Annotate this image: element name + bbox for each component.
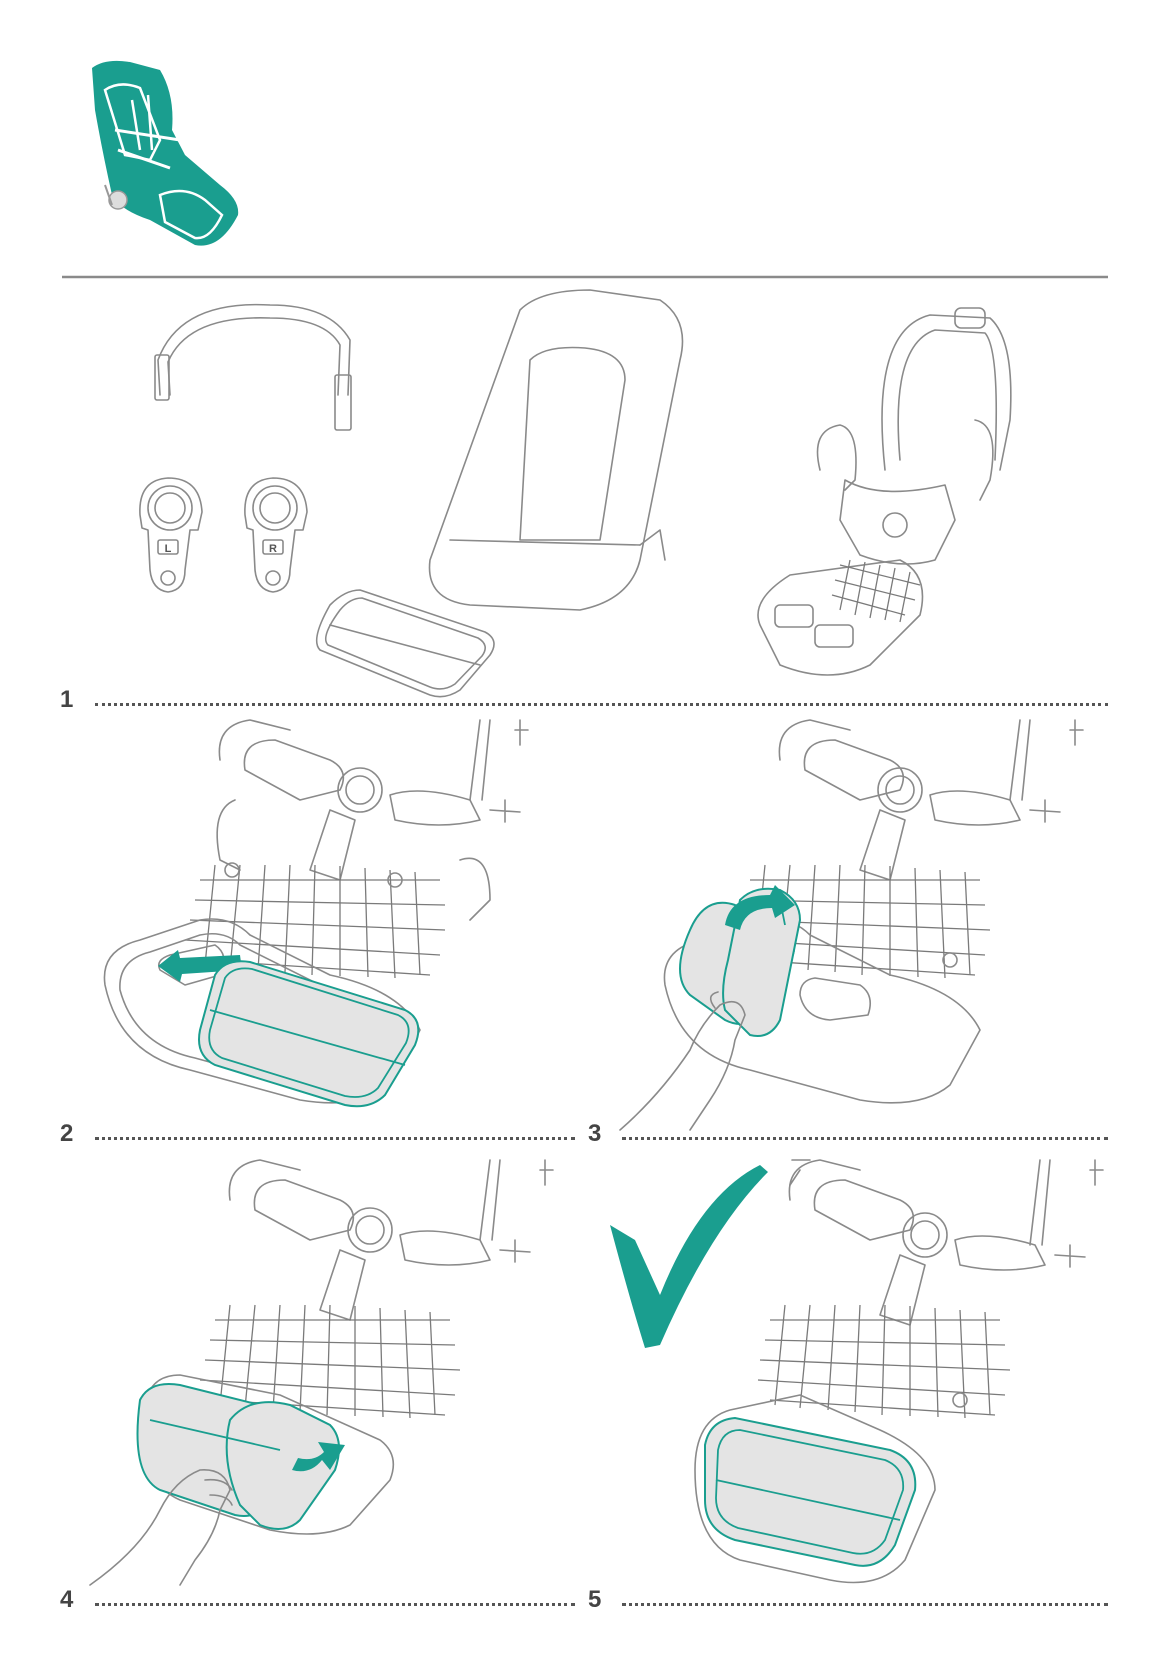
panel-5-illustration [610, 1159, 1104, 1584]
step-3-rule [622, 1137, 1108, 1140]
clip-label-left: L [165, 543, 172, 555]
step-number-5: 5 [588, 1586, 602, 1613]
step-5-rule [622, 1603, 1108, 1606]
step-number-2: 2 [60, 1120, 74, 1147]
step-1-rule [95, 703, 1108, 706]
panel-3-illustration [619, 719, 1084, 1131]
panel-4-illustration [89, 1159, 554, 1586]
footrest-pad [315, 589, 495, 698]
seat-grid-4 [199, 1304, 461, 1419]
hand-icon [89, 1469, 233, 1586]
step-number-1: 1 [60, 686, 74, 713]
step-number-3: 3 [588, 1120, 602, 1147]
hand-icon [619, 991, 746, 1131]
adapter-clip-right [244, 477, 308, 593]
seat-frame [757, 307, 1012, 676]
bumper-bar [154, 303, 352, 431]
arrow-icon [158, 950, 242, 982]
step-4-rule [95, 1603, 575, 1606]
checkmark-icon [610, 1165, 768, 1348]
seat-grid-2 [184, 864, 446, 979]
clip-label-right: R [269, 543, 277, 555]
step-number-4: 4 [60, 1586, 74, 1613]
panel-2-illustration [103, 719, 529, 1108]
seat-fabric [428, 289, 684, 611]
arrow-icon [725, 885, 795, 930]
seat-unit-icon [92, 60, 239, 246]
seat-grid-5 [757, 1304, 1011, 1419]
step-2-rule [95, 1137, 575, 1140]
arrow-icon [292, 1442, 345, 1472]
adapter-clip-left [139, 477, 203, 593]
